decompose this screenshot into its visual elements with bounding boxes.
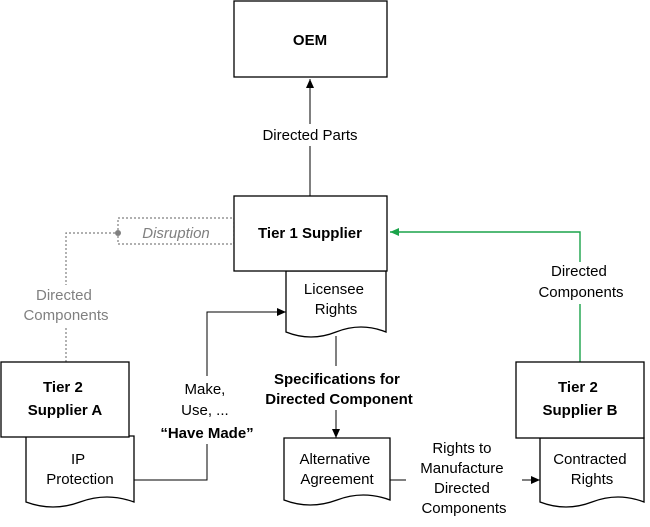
oem-node: OEM <box>233 0 388 78</box>
directed-components-left-bg <box>20 285 116 327</box>
link-tier2b-to-tier1 <box>390 228 581 362</box>
tier2-supplier-b-label: Tier 2 Supplier B <box>542 379 617 419</box>
directed-components-left-label: Directed Components <box>23 287 108 324</box>
directed-parts-label: Directed Parts <box>262 127 357 144</box>
licensee-rights-doc <box>285 270 387 338</box>
licensee-rights-label: Licensee Rights <box>304 281 368 318</box>
alternative-agreement-node: Alternative Agreement <box>283 437 391 506</box>
contracted-rights-label: Contracted Rights <box>553 451 631 488</box>
ip-protection-label: IP Protection <box>46 451 114 488</box>
make-use-label-bg <box>148 376 266 444</box>
contracted-rights-doc <box>539 437 645 508</box>
ip-protection-doc <box>25 435 135 508</box>
tier1-supplier-node: Tier 1 Supplier Licensee Rights <box>233 195 388 338</box>
directed-components-right-label: Directed Components <box>538 263 623 301</box>
disruption-label: Disruption <box>142 225 210 242</box>
tier2-supplier-b-node: Tier 2 Supplier B Contracted Rights <box>515 361 645 508</box>
tier1-supplier-label: Tier 1 Supplier <box>258 225 362 242</box>
rights-manufacture-label: Rights to Manufacture Directed Component… <box>420 440 508 517</box>
rights-manufacture-label-bg <box>406 437 522 517</box>
make-use-label: Make, Use, ... “Have Made” <box>160 381 253 442</box>
tier2-supplier-a-node: Tier 2 Supplier A IP Protection <box>0 361 135 508</box>
alternative-agreement-label: Alternative Agreement <box>299 451 374 488</box>
directed-components-right-bg <box>528 262 636 304</box>
oem-label: OEM <box>293 32 327 49</box>
directed-parts-label-bg <box>250 124 370 146</box>
specs-label: Specifications for Directed Component <box>265 371 413 408</box>
tier2-supplier-a-label: Tier 2 Supplier A <box>28 379 103 419</box>
disruption-dot <box>115 230 121 236</box>
link-tier2a-disruption <box>65 232 118 362</box>
specs-label-bg <box>252 366 426 410</box>
